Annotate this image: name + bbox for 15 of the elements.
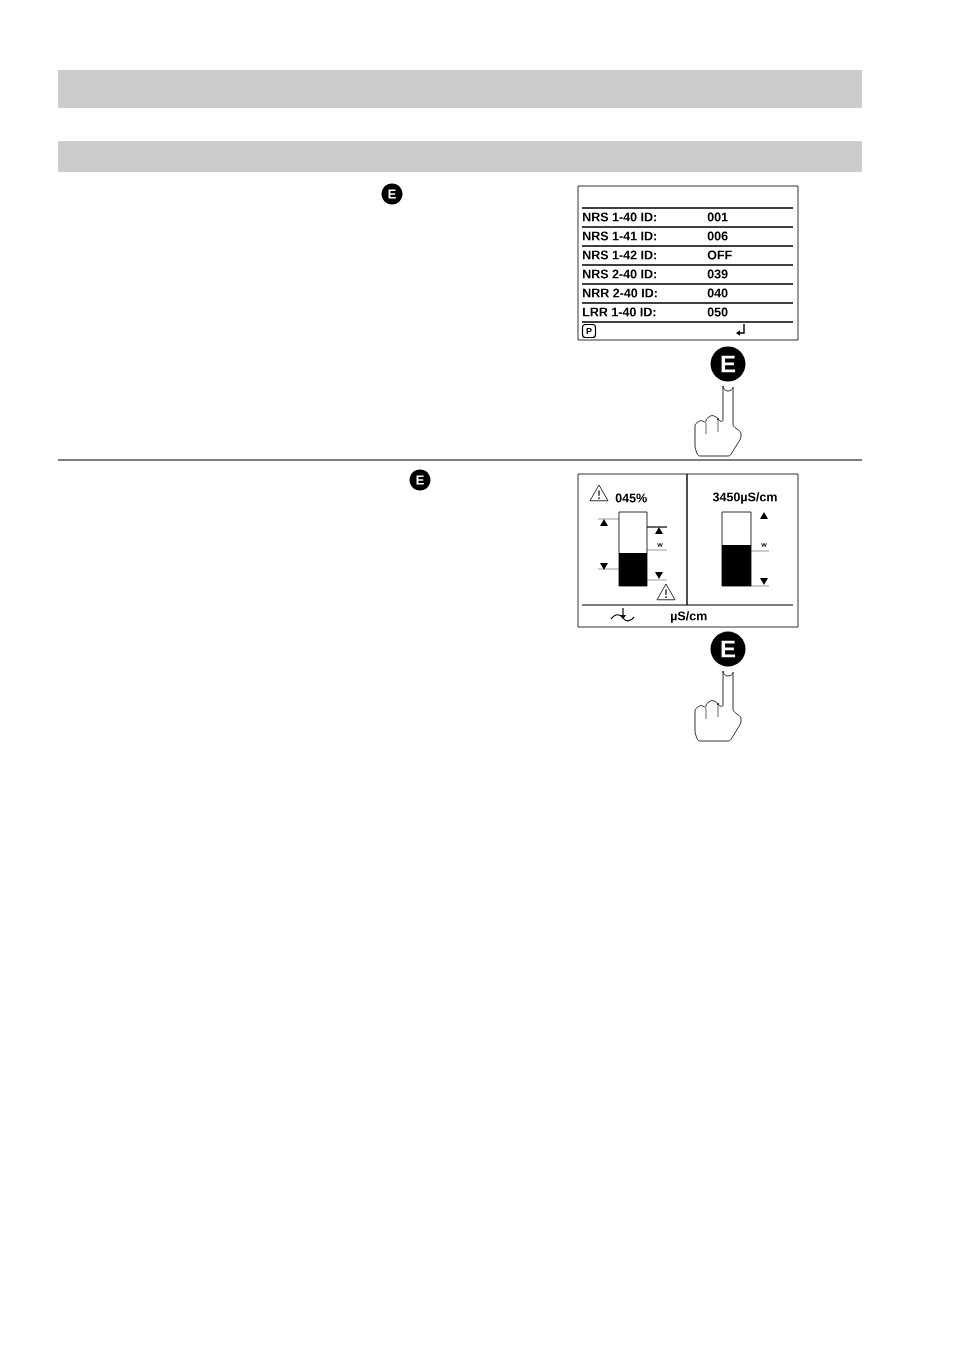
table-cell: LRR 1-40 ID:	[583, 307, 656, 317]
table-cell: 006	[707, 231, 728, 241]
table-cell: 001	[707, 212, 728, 222]
table-cell: NRS 2-40 ID:	[583, 269, 656, 279]
table-cell: NRS 1-40 ID:	[583, 212, 656, 222]
table-cell: NRS 1-42 ID:	[583, 250, 656, 260]
table-cell: 039	[707, 269, 728, 279]
table-cell: 040	[707, 288, 728, 298]
table-cell: 050	[707, 307, 728, 317]
unit-text: µS/cm	[671, 611, 707, 623]
table-cell: NRS 1-41 ID:	[583, 231, 656, 241]
table-cell: OFF	[707, 250, 732, 260]
table-cell: NRR 2-40 ID:	[583, 288, 657, 298]
value-text: 3450µS/cm	[712, 492, 777, 504]
value-text: 045%	[615, 493, 647, 503]
